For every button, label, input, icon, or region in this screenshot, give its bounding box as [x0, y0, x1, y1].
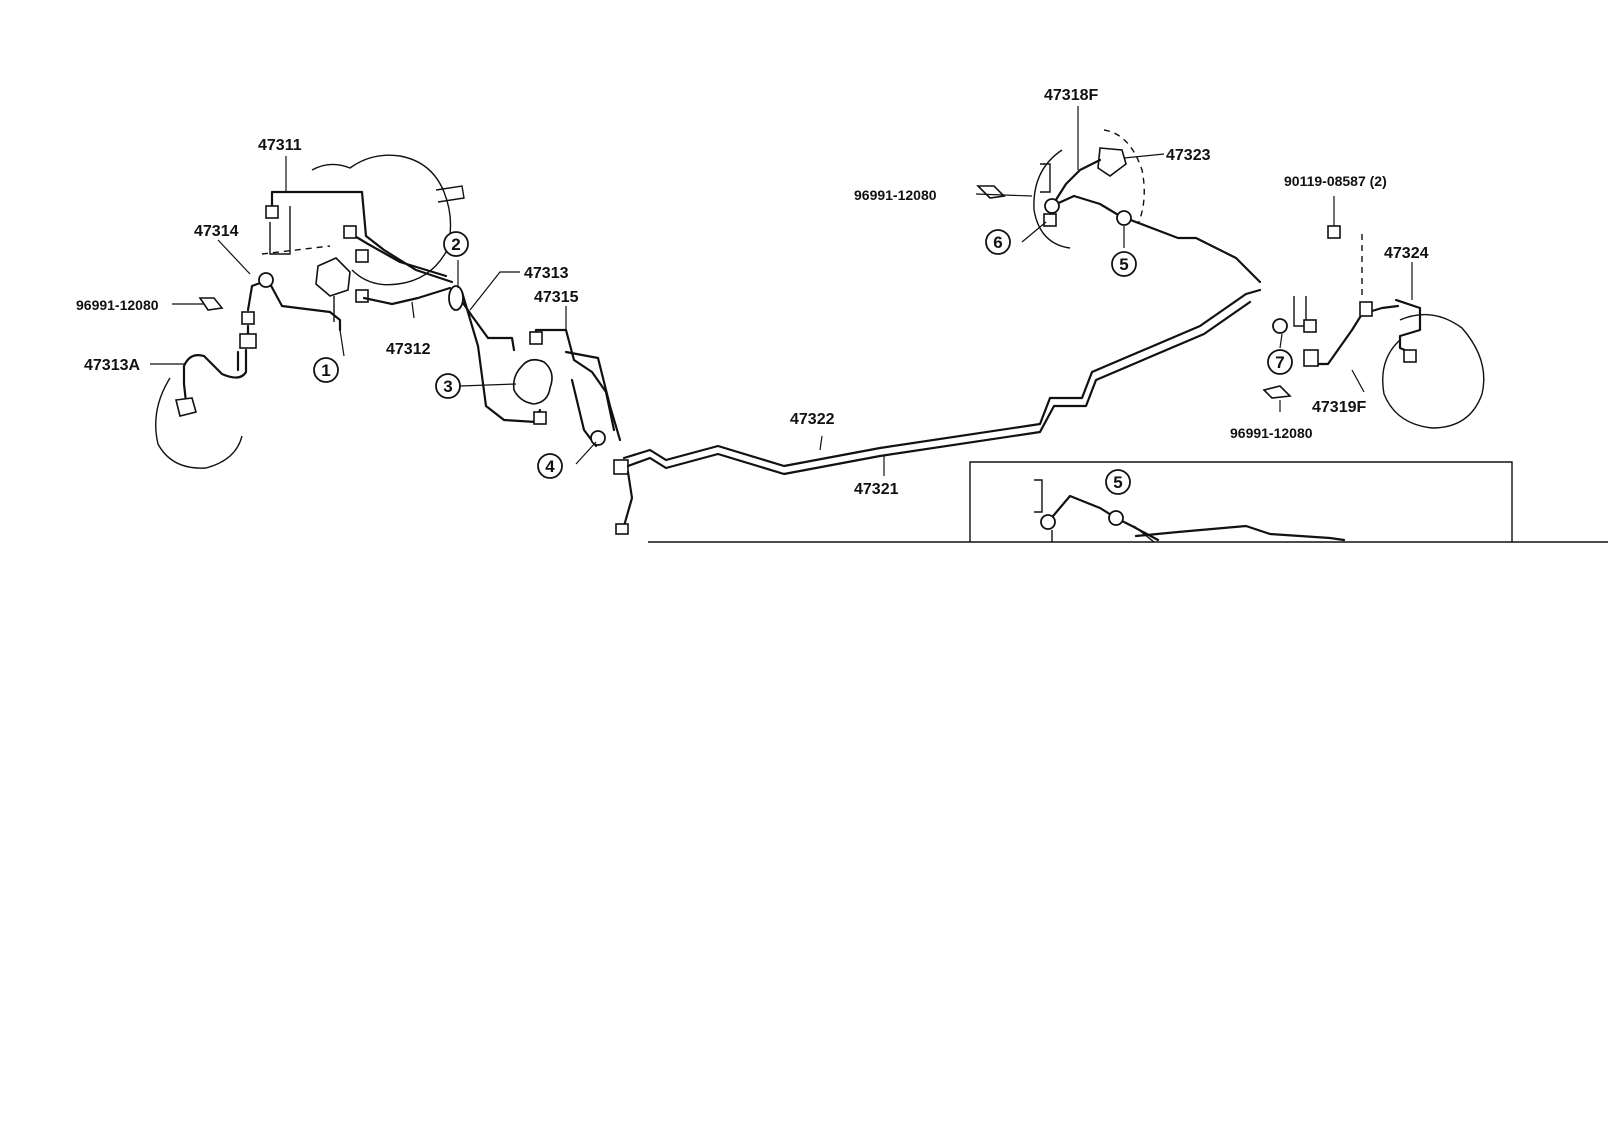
brake-pipe-47321 [626, 300, 1252, 476]
fitting [258, 272, 274, 288]
pipe-clip [198, 297, 224, 311]
label-47311: 47311 [258, 137, 302, 154]
label-47324: 47324 [1384, 245, 1429, 262]
svg-text:5: 5 [1119, 255, 1128, 274]
label-96991-12080-left: 96991-12080 [76, 297, 159, 313]
label-47323: 47323 [1166, 147, 1211, 164]
pipe-clamp-5 [1116, 210, 1132, 226]
pipe-clip [1262, 385, 1292, 399]
fitting [533, 411, 547, 425]
brake-pipe-47315b [564, 350, 622, 442]
inset-detail [969, 461, 1513, 543]
label-47313A: 47313A [84, 357, 140, 374]
front-left-brake [155, 324, 257, 469]
callout-6: 6 [985, 229, 1011, 255]
callout-7: 7 [1267, 349, 1293, 375]
fitting [265, 205, 279, 219]
brake-booster [261, 154, 465, 286]
pipe-clamp-6 [1044, 198, 1060, 214]
label-96991-12080-right-lower: 96991-12080 [1230, 425, 1313, 441]
proportioning-valve [315, 257, 351, 322]
brake-pipe-47311-inner [346, 230, 448, 278]
svg-text:6: 6 [993, 233, 1002, 252]
label-47313: 47313 [524, 265, 569, 282]
brake-pipe-rear-upper [1050, 194, 1262, 284]
label-96991-12080-right-upper: 96991-12080 [854, 187, 937, 203]
svg-text:4: 4 [545, 457, 555, 476]
rear-right-brake-upper [1033, 129, 1145, 249]
rear-right-brake-lower [1272, 225, 1485, 429]
fitting [343, 225, 357, 239]
label-47318F: 47318F [1044, 87, 1098, 104]
brake-pipe-down [622, 470, 634, 528]
fitting [1043, 213, 1057, 227]
callout-3: 3 [435, 373, 461, 399]
pipe-clip [976, 185, 1006, 199]
label-90119-08587: 90119-08587 (2) [1284, 173, 1387, 189]
fitting [355, 289, 369, 303]
svg-text:3: 3 [443, 377, 452, 396]
callout-5-inset: 5 [1105, 469, 1131, 495]
brake-pipe-47312 [362, 286, 452, 306]
fitting [241, 311, 255, 325]
fitting [613, 459, 629, 475]
label-47321: 47321 [854, 481, 899, 498]
svg-text:2: 2 [451, 235, 460, 254]
label-47322: 47322 [790, 411, 835, 428]
brake-junction [512, 358, 553, 405]
svg-text:1: 1 [321, 361, 330, 380]
brake-pipe-47322 [622, 288, 1262, 468]
callout-5: 5 [1111, 251, 1137, 277]
leader-lines [150, 106, 1413, 476]
label-47319F: 47319F [1312, 399, 1366, 416]
callout-2: 2 [443, 231, 469, 257]
brake-pipe-47314 [246, 278, 342, 332]
fitting [529, 331, 543, 345]
pipe-clamp-4 [590, 430, 606, 446]
label-47315: 47315 [534, 289, 579, 306]
callout-1: 1 [313, 357, 339, 383]
label-47312: 47312 [386, 341, 431, 358]
brake-pipe-47318F [1050, 158, 1102, 208]
fitting [615, 523, 629, 535]
pipe-clamp-2 [448, 285, 464, 311]
callout-4: 4 [537, 453, 563, 479]
fitting [355, 249, 369, 263]
label-47314: 47314 [194, 223, 239, 240]
svg-text:7: 7 [1275, 353, 1284, 372]
svg-text:5: 5 [1113, 473, 1122, 492]
brake-pipe-47311 [270, 190, 454, 284]
